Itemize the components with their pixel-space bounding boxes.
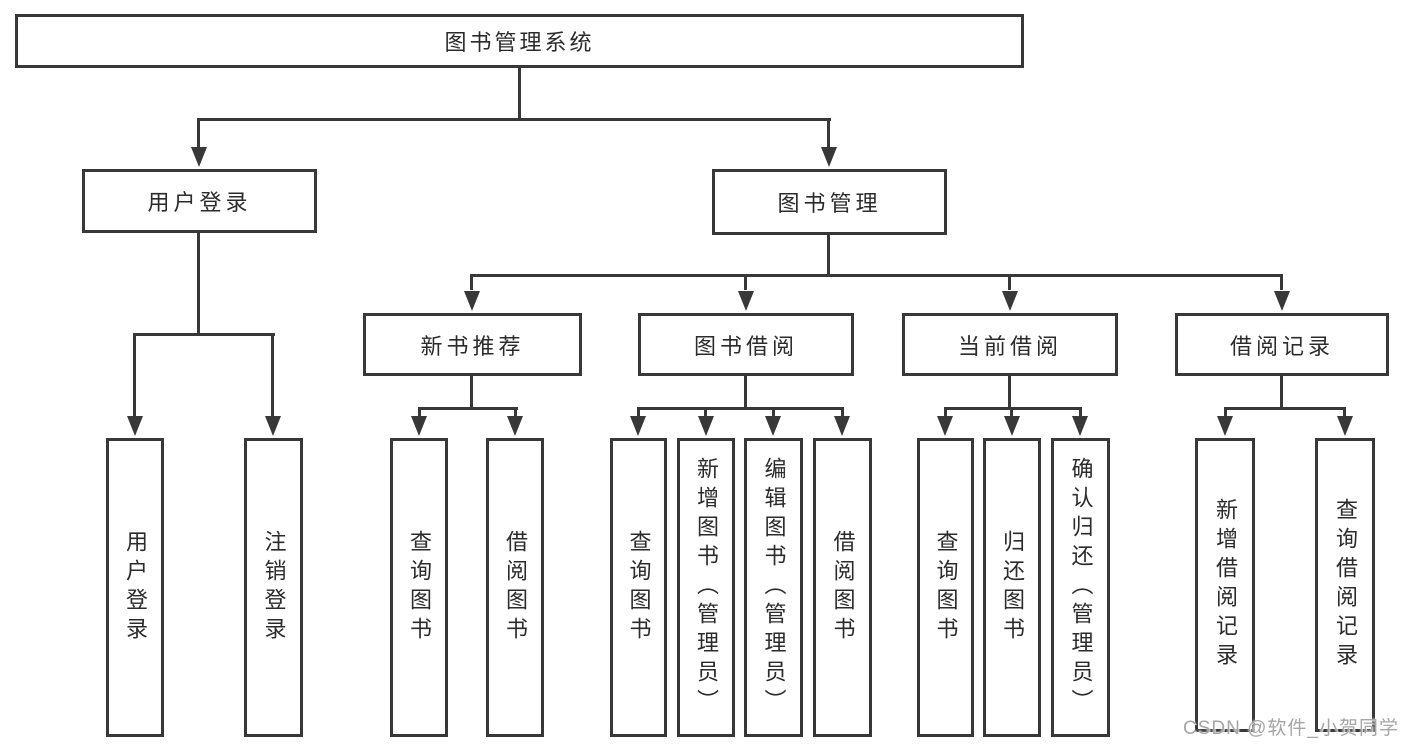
connector-book-borrow-drop-1 xyxy=(637,407,640,418)
connector-borrow-records-drop-1 xyxy=(1224,407,1227,418)
leaf-edit-book-admin: 编辑图书（管理员） xyxy=(744,438,803,737)
connector-book-mgmt-drop-1 xyxy=(470,274,473,290)
arrow-down-icon xyxy=(1217,416,1233,436)
leaf-label: 查询图书 xyxy=(407,529,432,646)
leaf-query-borrow-record: 查询借阅记录 xyxy=(1315,438,1375,732)
leaf-add-borrow-record: 新增借阅记录 xyxy=(1195,438,1255,732)
leaf-borrow-books: 借阅图书 xyxy=(813,438,872,737)
connector-borrow-records-drop-2 xyxy=(1343,407,1346,418)
connector-new-book-drop-2 xyxy=(514,407,517,418)
connector-current-borrow-drop-3 xyxy=(1079,407,1082,418)
node-label: 新书推荐 xyxy=(420,333,525,359)
connector-user-login-drop-left xyxy=(133,333,136,418)
arrow-down-icon xyxy=(1274,291,1290,311)
leaf-label: 借阅图书 xyxy=(503,529,528,646)
connector-user-login-bar xyxy=(133,333,275,336)
leaf-label: 查询图书 xyxy=(933,529,959,646)
arrow-down-icon xyxy=(1002,291,1018,311)
arrow-down-icon xyxy=(765,416,781,436)
leaf-query-books-borrowing: 查询图书 xyxy=(610,438,667,737)
leaf-label: 注销登录 xyxy=(261,529,287,646)
node-library-management-system: 图书管理系统 xyxy=(15,14,1024,68)
leaf-label: 确认归还（管理员） xyxy=(1068,457,1094,718)
connector-root-stem xyxy=(518,68,521,120)
node-label: 当前借阅 xyxy=(957,333,1062,359)
leaf-label: 新增借阅记录 xyxy=(1213,498,1238,672)
node-label: 图书借阅 xyxy=(693,333,798,359)
connector-root-bar xyxy=(197,118,831,121)
arrow-down-icon xyxy=(265,416,281,436)
leaf-borrow-books-recommend: 借阅图书 xyxy=(486,438,544,737)
node-label: 借阅记录 xyxy=(1229,333,1334,359)
leaf-label: 归还图书 xyxy=(1000,529,1025,646)
connector-book-borrow-drop-3 xyxy=(772,407,775,418)
connector-book-mgmt-drop-4 xyxy=(1280,274,1283,290)
leaf-label: 查询借阅记录 xyxy=(1333,498,1358,672)
node-user-login: 用户登录 xyxy=(82,169,317,233)
node-book-management: 图书管理 xyxy=(712,169,947,235)
connector-current-borrow-bar xyxy=(944,407,1082,410)
connector-root-drop-right xyxy=(827,118,830,150)
leaf-label: 新增图书（管理员） xyxy=(694,457,719,718)
leaf-label: 借阅图书 xyxy=(830,529,856,646)
arrow-down-icon xyxy=(127,416,143,436)
node-new-book-recommend: 新书推荐 xyxy=(363,313,582,376)
arrow-down-icon xyxy=(738,291,754,311)
leaf-add-book-admin: 新增图书（管理员） xyxy=(677,438,735,737)
connector-borrow-records-bar xyxy=(1224,407,1346,410)
leaf-label: 编辑图书（管理员） xyxy=(761,457,787,718)
connector-book-mgmt-bar xyxy=(470,274,1283,277)
connector-root-drop-left xyxy=(197,118,200,150)
leaf-user-login: 用户登录 xyxy=(106,438,164,737)
node-label: 图书管理系统 xyxy=(444,30,595,55)
leaf-confirm-return-admin: 确认归还（管理员） xyxy=(1051,438,1110,737)
connector-current-borrow-drop-2 xyxy=(1010,407,1013,418)
leaf-label: 查询图书 xyxy=(626,529,652,646)
watermark: CSDN @软件_小贺同学 xyxy=(1183,718,1399,739)
leaf-return-books: 归还图书 xyxy=(983,438,1041,737)
connector-new-book-drop-1 xyxy=(418,407,421,418)
connector-book-mgmt-drop-3 xyxy=(1008,274,1011,290)
connector-book-borrow-drop-2 xyxy=(704,407,707,418)
node-label: 图书管理 xyxy=(777,191,882,216)
connector-current-borrow-stem xyxy=(1008,376,1011,409)
arrow-down-icon xyxy=(1337,416,1353,436)
leaf-query-books-current: 查询图书 xyxy=(917,438,974,737)
leaf-label: 用户登录 xyxy=(123,529,148,646)
arrow-down-icon xyxy=(834,416,850,436)
node-current-borrowing: 当前借阅 xyxy=(902,313,1118,376)
arrow-down-icon xyxy=(464,291,480,311)
leaf-query-books-recommend: 查询图书 xyxy=(390,438,448,737)
arrow-down-icon xyxy=(1072,416,1088,436)
connector-book-mgmt-drop-2 xyxy=(744,274,747,290)
arrow-down-icon xyxy=(1004,416,1020,436)
node-book-borrowing: 图书借阅 xyxy=(638,313,854,376)
connector-book-mgmt-stem xyxy=(827,235,830,277)
node-borrowing-records: 借阅记录 xyxy=(1175,313,1389,376)
arrow-down-icon xyxy=(630,416,646,436)
node-label: 用户登录 xyxy=(147,190,252,215)
connector-borrow-records-stem xyxy=(1280,376,1283,409)
arrow-down-icon xyxy=(937,416,953,436)
connector-user-login-stem xyxy=(197,233,200,336)
connector-current-borrow-drop-1 xyxy=(944,407,947,418)
connector-book-borrow-drop-4 xyxy=(841,407,844,418)
connector-new-book-stem xyxy=(470,376,473,409)
connector-new-book-bar xyxy=(418,407,518,410)
connector-book-borrow-bar xyxy=(637,407,844,410)
connector-book-borrow-stem xyxy=(744,376,747,409)
connector-user-login-drop-right xyxy=(271,333,274,418)
arrow-down-icon xyxy=(191,147,207,167)
arrow-down-icon xyxy=(698,416,714,436)
arrow-down-icon xyxy=(821,147,837,167)
arrow-down-icon xyxy=(507,416,523,436)
arrow-down-icon xyxy=(411,416,427,436)
leaf-logout: 注销登录 xyxy=(244,438,303,737)
